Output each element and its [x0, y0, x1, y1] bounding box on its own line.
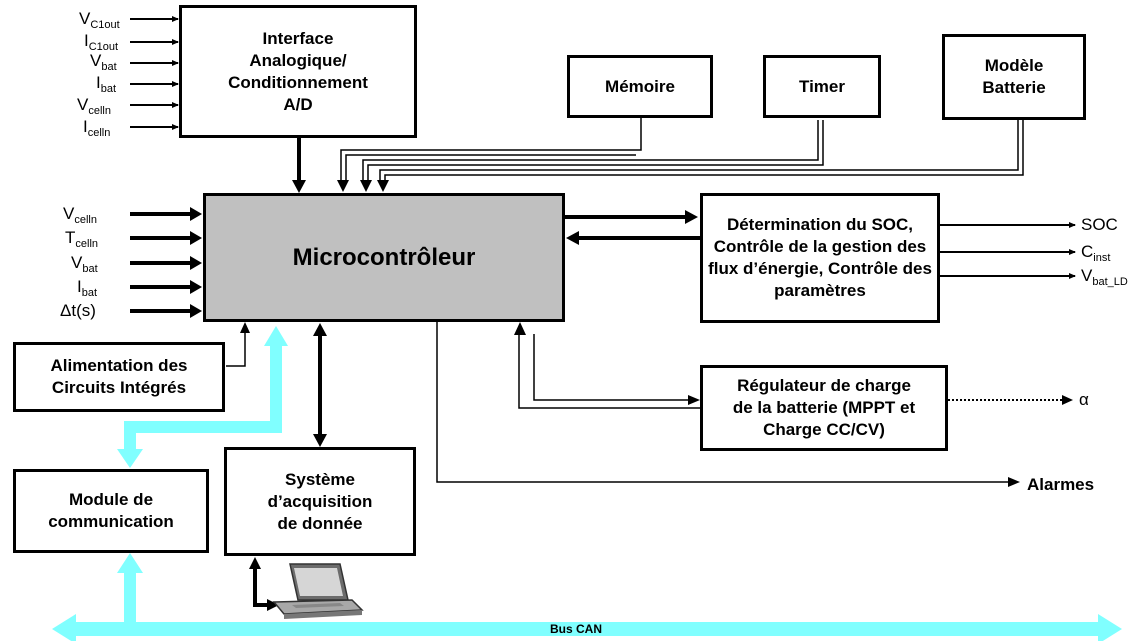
micro-input-label: Vbat	[71, 254, 98, 278]
interface-input-label: Ibat	[96, 74, 116, 98]
microcontroleur-label: Microcontrôleur	[292, 243, 476, 271]
signal-main: I	[77, 277, 82, 296]
signal-sub: C1out	[88, 41, 119, 53]
regulateur-link	[514, 322, 700, 409]
memoire-block: Mémoire	[567, 55, 713, 118]
soc-output-label: Cinst	[1081, 243, 1110, 267]
micro-input-label: Tcelln	[65, 229, 98, 253]
microcontroleur-block: Microcontrôleur	[203, 193, 565, 322]
timer-link	[360, 120, 824, 192]
soc-label: Détermination du SOC, Contrôle de la ges…	[708, 215, 932, 300]
signal-sub: inst	[1093, 252, 1111, 264]
alarmes-output-arrow	[436, 322, 1020, 487]
soc-output-label: SOC	[1081, 216, 1118, 240]
signal-main: V	[71, 253, 83, 272]
micro-input-label: Vcelln	[63, 205, 97, 229]
micro-input-label: Δt(s)	[60, 302, 96, 326]
signal-sub: celln	[74, 214, 97, 226]
acquisition-label: Système d’acquisition de donnée	[267, 469, 373, 533]
modele-batterie-block: Modèle Batterie	[942, 34, 1086, 120]
micro-input-label: Ibat	[77, 278, 97, 302]
module-communication-label: Module de communication	[48, 490, 174, 531]
signal-sub: bat	[81, 287, 98, 299]
signal-main: V	[90, 51, 102, 70]
interface-input-label: IC1out	[84, 32, 118, 56]
signal-main: I	[84, 31, 89, 50]
interface-label: Interface Analogique/ Conditionnement A/…	[228, 28, 368, 114]
soc-output-arrows	[940, 222, 1076, 279]
signal-main: Δt(s)	[60, 301, 96, 320]
interface-block: Interface Analogique/ Conditionnement A/…	[179, 5, 417, 138]
alimentation-label: Alimentation des Circuits Intégrés	[50, 356, 188, 397]
signal-sub: bat_LD	[1092, 276, 1128, 288]
module-communication-block: Module de communication	[13, 469, 209, 553]
signal-sub: celln	[75, 238, 99, 250]
timer-label: Timer	[799, 76, 845, 96]
alimentation-link	[226, 322, 250, 367]
interface-to-micro-arrow	[292, 138, 306, 193]
signal-sub: celln	[88, 105, 111, 117]
micro-input-arrows	[130, 207, 202, 318]
interface-input-label: Vbat	[90, 52, 117, 76]
signal-sub: bat	[101, 61, 117, 73]
modele-batterie-label: Modèle Batterie	[982, 56, 1046, 97]
alimentation-block: Alimentation des Circuits Intégrés	[13, 342, 225, 412]
signal-main: V	[63, 204, 75, 223]
regulateur-label: Régulateur de charge de la batterie (MPP…	[732, 376, 916, 439]
interface-input-arrows	[130, 16, 179, 130]
micro-soc-arrows	[565, 210, 700, 245]
modele-link	[377, 120, 1024, 192]
signal-main: C	[1081, 242, 1094, 261]
signal-main: I	[96, 73, 101, 92]
interface-input-label: VC1out	[79, 10, 120, 34]
soc-output-label: Vbat_LD	[1081, 267, 1128, 291]
alpha-output-arrow	[948, 395, 1073, 405]
alarmes-label: Alarmes	[1027, 475, 1095, 494]
signal-sub: C1out	[90, 19, 120, 31]
acquisition-block: Système d’acquisition de donnée	[224, 447, 416, 556]
bus-can-label: Bus CAN	[550, 622, 603, 636]
bus-can-line	[52, 614, 1122, 641]
signal-main: V	[1081, 266, 1093, 285]
interface-input-label: Icelln	[83, 118, 110, 142]
regulateur-block: Régulateur de charge de la batterie (MPP…	[700, 365, 948, 451]
laptop-link-arrowhead	[249, 557, 261, 569]
signal-main: V	[79, 9, 91, 28]
interface-input-label: Vcelln	[77, 96, 111, 120]
alpha-label: α	[1079, 390, 1089, 409]
signal-sub: celln	[87, 127, 111, 139]
timer-block: Timer	[763, 55, 881, 118]
laptop-link	[253, 565, 268, 607]
soc-block: Détermination du SOC, Contrôle de la ges…	[700, 193, 940, 323]
memoire-label: Mémoire	[605, 76, 675, 96]
signal-sub: bat	[82, 263, 98, 275]
micro-acquisition-arrow	[313, 323, 327, 447]
micro-com-link	[117, 326, 288, 624]
laptop-icon	[272, 563, 364, 619]
signal-main: SOC	[1081, 215, 1118, 234]
laptop-link-arrowhead-2	[267, 599, 279, 611]
signal-main: I	[83, 117, 88, 136]
signal-main: V	[77, 95, 89, 114]
signal-sub: bat	[100, 83, 117, 95]
signal-main: T	[65, 228, 76, 247]
